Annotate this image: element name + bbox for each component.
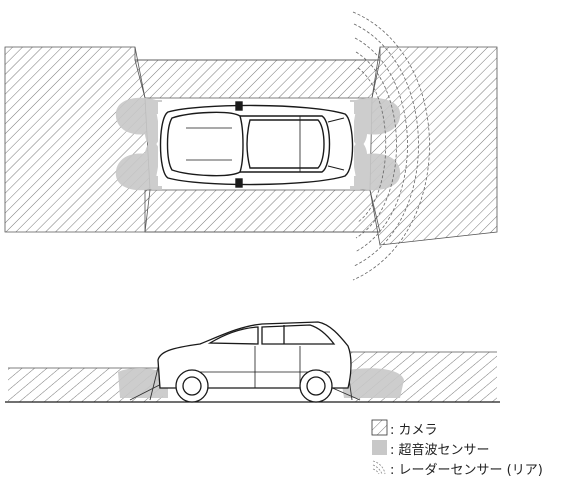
legend-radar: : レーダーセンサー (リア) [390,458,543,478]
legend-ultrasonic: : 超音波センサー [390,438,490,458]
rear-radar-arcs [352,11,430,281]
camera-coverage-front [4,46,151,233]
ultrasonic-sensors-front [115,97,162,191]
side-view [5,321,500,403]
legend-camera: : カメラ [390,418,438,438]
rear-wheel [299,369,333,403]
ultrasonic-ground-zones [118,368,404,398]
camera-coverage-side-bottom [144,189,381,233]
ultrasonic-legend-swatch [372,440,387,455]
camera-legend-swatch [371,419,388,436]
legend-radar-label: : レーダーセンサー (リア) [390,462,543,478]
legend-camera-label: : カメラ [390,422,438,438]
car-top-view [159,101,354,188]
camera-coverage-side-top [134,59,381,99]
radar-legend-swatch [372,460,386,475]
legend-ultrasonic-label: : 超音波センサー [390,442,490,458]
car-side-view [157,321,352,403]
ultrasonic-sensors-rear [350,97,401,191]
camera-coverage-rear [369,46,498,246]
front-wheel [175,369,209,403]
legend-swatches [371,419,388,475]
top-view [4,11,498,281]
